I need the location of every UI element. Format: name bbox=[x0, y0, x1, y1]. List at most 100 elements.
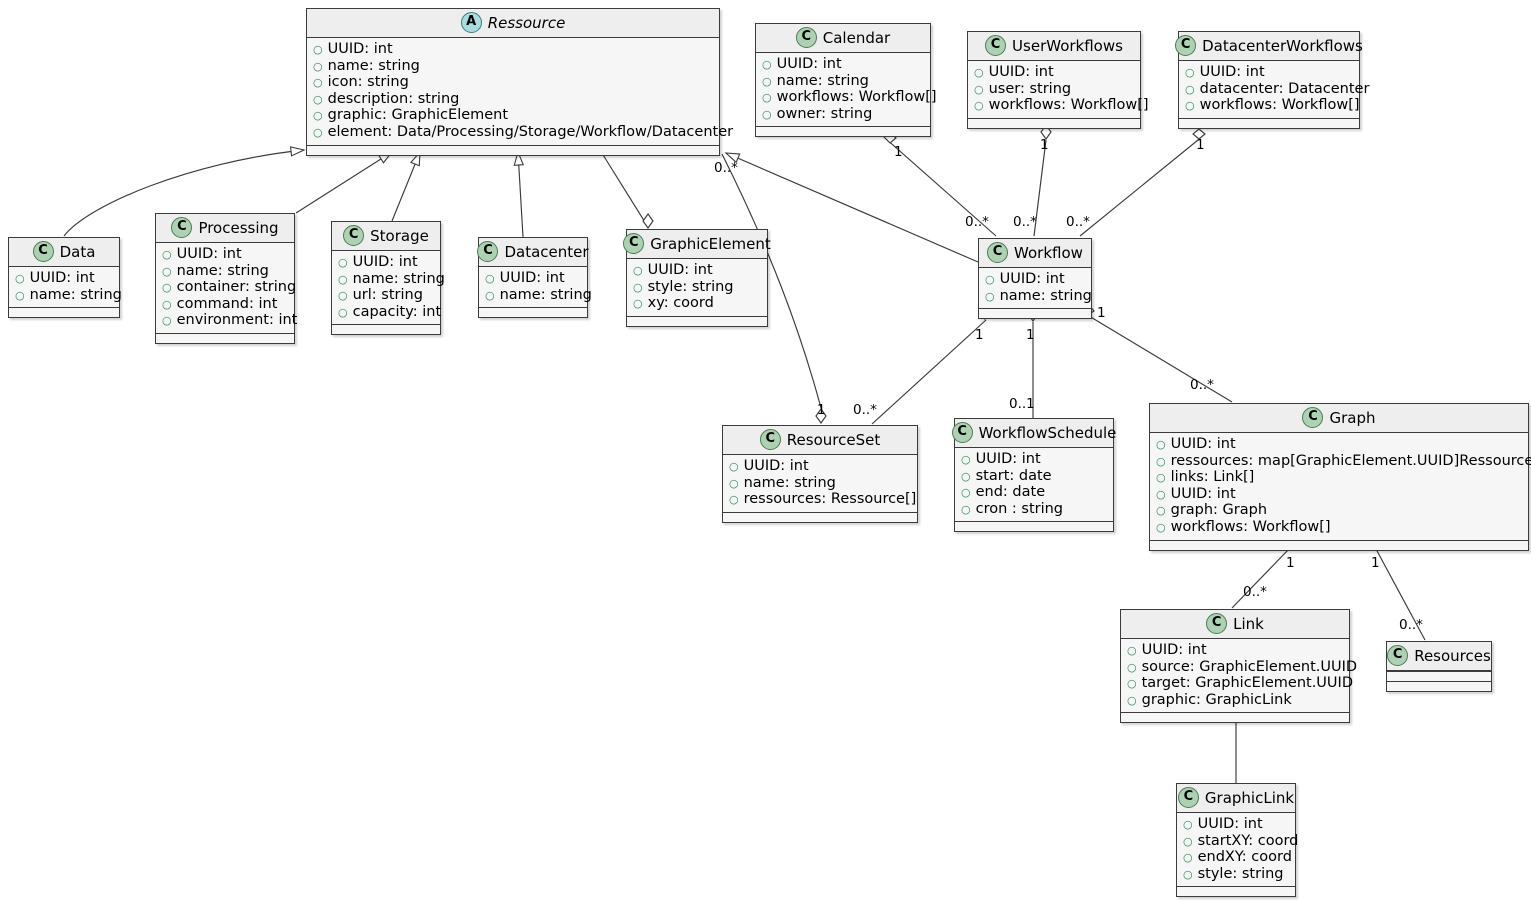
class-name-graph: Graph bbox=[1329, 408, 1376, 427]
class-badge-icon: C bbox=[1206, 613, 1228, 634]
attribute-text: end: date bbox=[975, 484, 1046, 501]
multiplicity-label: 1 bbox=[1040, 137, 1049, 153]
uml-class-processing[interactable]: CProcessingUUID: intname: stringcontaine… bbox=[155, 213, 297, 344]
visibility-public-icon bbox=[762, 76, 772, 87]
attribute-row: UUID: int bbox=[162, 246, 288, 263]
class-operations-ressource bbox=[307, 144, 719, 155]
class-operations-userworkflows bbox=[968, 117, 1140, 128]
uml-class-ressource[interactable]: ARessourceUUID: intname: stringicon: str… bbox=[306, 8, 733, 156]
attribute-row: style: string bbox=[633, 279, 761, 296]
attribute-text: UUID: int bbox=[29, 270, 95, 286]
class-operations-datacenter bbox=[479, 307, 587, 318]
visibility-public-icon bbox=[1156, 439, 1166, 450]
class-operations-calendar bbox=[756, 126, 930, 137]
attribute-text: name: string bbox=[327, 57, 420, 74]
attribute-row: xy: coord bbox=[633, 295, 761, 312]
class-attributes-data: UUID: intname: string bbox=[9, 267, 122, 308]
visibility-public-icon bbox=[338, 257, 348, 268]
visibility-public-icon bbox=[338, 274, 348, 285]
attribute-text: description: string bbox=[327, 90, 460, 107]
attribute-text: UUID: int bbox=[176, 246, 242, 262]
edge-processing-ressource bbox=[295, 151, 394, 214]
attribute-text: ressources: Ressource[] bbox=[743, 491, 917, 508]
attribute-row: name: string bbox=[313, 58, 713, 75]
uml-class-workflow[interactable]: CWorkflowUUID: intname: string bbox=[978, 238, 1092, 320]
multiplicity-label: 1 bbox=[975, 327, 984, 343]
attribute-row: ressources: map[GraphicElement.UUID]Ress… bbox=[1156, 453, 1531, 470]
attribute-row: name: string bbox=[985, 288, 1092, 305]
visibility-public-icon bbox=[1156, 489, 1166, 500]
class-badge-icon: C bbox=[759, 429, 781, 450]
class-badge-icon: C bbox=[477, 241, 499, 262]
class-operations-workflowschedule bbox=[955, 521, 1113, 532]
visibility-public-icon bbox=[1156, 522, 1166, 533]
uml-class-workflowschedule[interactable]: CWorkflowScheduleUUID: intstart: dateend… bbox=[951, 418, 1116, 533]
class-attributes-resourceset: UUID: intname: stringressources: Ressour… bbox=[723, 455, 917, 512]
diamond-ressource-graphicelement bbox=[642, 213, 654, 229]
uml-class-resourceset[interactable]: CResourceSetUUID: intname: stringressour… bbox=[722, 425, 918, 523]
attribute-text: UUID: int bbox=[352, 254, 418, 270]
visibility-public-icon bbox=[1156, 505, 1166, 516]
attribute-row: UUID: int bbox=[1183, 816, 1289, 833]
uml-class-userworkflows[interactable]: CUserWorkflowsUUID: intuser: stringworkf… bbox=[967, 31, 1149, 129]
edge-ressource-graphicelement bbox=[599, 149, 649, 228]
visibility-public-icon bbox=[985, 291, 995, 302]
attribute-text: name: string bbox=[999, 287, 1092, 304]
visibility-public-icon bbox=[1185, 84, 1195, 95]
uml-class-datacenter[interactable]: CDatacenterUUID: intname: string bbox=[477, 237, 592, 319]
attribute-text: UUID: int bbox=[776, 56, 842, 72]
attribute-row: url: string bbox=[338, 287, 434, 304]
visibility-public-icon bbox=[974, 84, 984, 95]
attribute-row: UUID: int bbox=[1185, 64, 1353, 81]
attribute-text: style: string bbox=[1197, 865, 1284, 882]
uml-class-graph[interactable]: CGraphUUID: intressources: map[GraphicEl… bbox=[1149, 403, 1531, 551]
attribute-text: name: string bbox=[352, 270, 445, 287]
attribute-row: workflows: Workflow[] bbox=[762, 89, 937, 106]
attribute-text: endXY: coord bbox=[1197, 849, 1292, 866]
attribute-text: graphic: GraphicElement bbox=[327, 107, 509, 124]
class-operations-storage bbox=[332, 324, 440, 335]
class-attributes-resources bbox=[1387, 671, 1491, 681]
attribute-text: xy: coord bbox=[647, 295, 714, 312]
uml-class-link[interactable]: CLinkUUID: intsource: GraphicElement.UUI… bbox=[1120, 609, 1357, 724]
uml-class-datacenterworkflows[interactable]: CDatacenterWorkflowsUUID: intdatacenter:… bbox=[1175, 31, 1369, 129]
attribute-row: icon: string bbox=[313, 74, 713, 91]
attribute-row: element: Data/Processing/Storage/Workflo… bbox=[313, 124, 733, 141]
visibility-public-icon bbox=[1183, 852, 1193, 863]
attribute-row: UUID: int bbox=[1156, 486, 1522, 503]
attribute-text: UUID: int bbox=[743, 458, 809, 474]
uml-class-data[interactable]: CDataUUID: intname: string bbox=[8, 237, 122, 319]
class-attributes-link: UUID: intsource: GraphicElement.UUIDtarg… bbox=[1121, 639, 1357, 713]
attribute-text: workflows: Workflow[] bbox=[1199, 97, 1360, 114]
attribute-text: UUID: int bbox=[1170, 436, 1236, 452]
visibility-public-icon bbox=[162, 299, 172, 310]
class-operations-resourceset bbox=[723, 511, 917, 522]
uml-class-graphiclink[interactable]: CGraphicLinkUUID: intstartXY: coordendXY… bbox=[1176, 783, 1298, 898]
class-operations-graph bbox=[1150, 539, 1528, 550]
class-name-graphicelement: GraphicElement bbox=[650, 234, 771, 253]
attribute-row: command: int bbox=[162, 296, 288, 313]
visibility-public-icon bbox=[338, 290, 348, 301]
uml-class-calendar[interactable]: CCalendarUUID: intname: stringworkflows:… bbox=[755, 23, 937, 138]
visibility-public-icon bbox=[1127, 695, 1137, 706]
attribute-row: name: string bbox=[762, 73, 924, 90]
visibility-public-icon bbox=[961, 471, 971, 482]
uml-class-storage[interactable]: CStorageUUID: intname: stringurl: string… bbox=[331, 221, 445, 336]
attribute-row: workflows: Workflow[] bbox=[1156, 519, 1522, 536]
multiplicity-label: 1 bbox=[894, 144, 903, 160]
attribute-row: endXY: coord bbox=[1183, 849, 1292, 866]
visibility-public-icon bbox=[313, 94, 323, 105]
attribute-row: start: date bbox=[961, 468, 1107, 485]
attribute-text: workflows: Workflow[] bbox=[1170, 518, 1331, 535]
visibility-public-icon bbox=[1183, 819, 1193, 830]
attribute-row: name: string bbox=[162, 263, 288, 280]
uml-class-graphicelement[interactable]: CGraphicElementUUID: intstyle: stringxy:… bbox=[623, 229, 771, 327]
class-attributes-datacenterworkflows: UUID: intdatacenter: Datacenterworkflows… bbox=[1179, 61, 1369, 118]
